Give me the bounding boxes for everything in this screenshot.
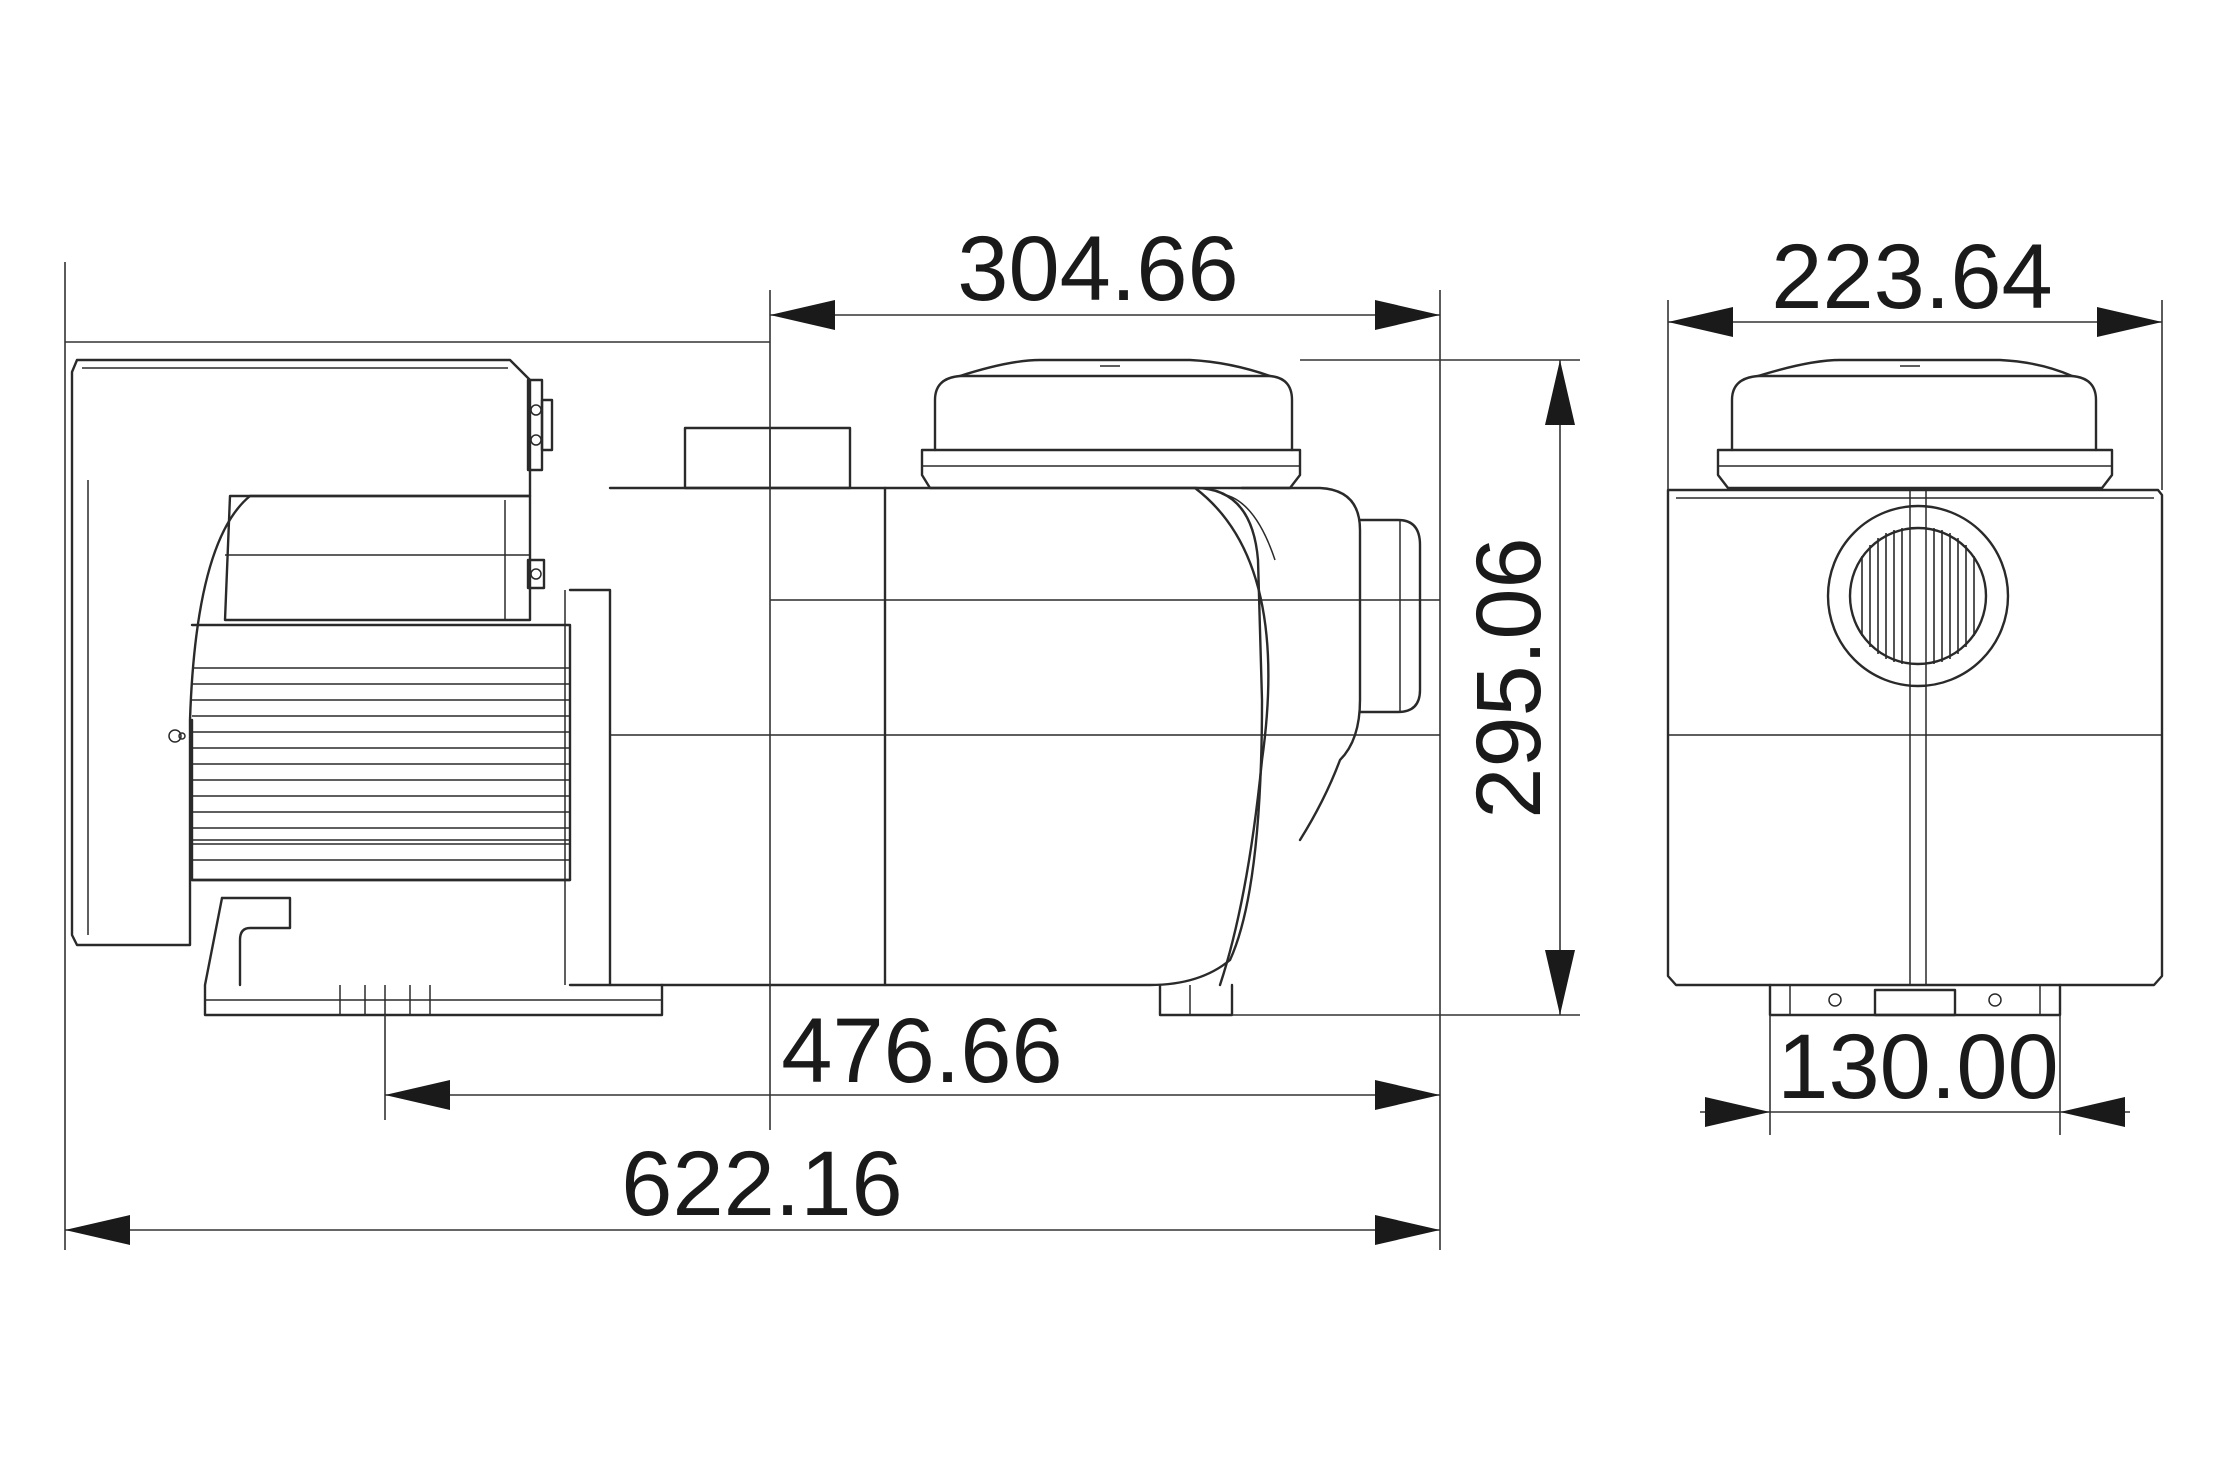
- dimension-foot-width: 130.00: [1700, 1016, 2130, 1127]
- dimension-height-label: 295.06: [1458, 537, 1560, 818]
- feet-side: [1768, 983, 2062, 1017]
- dimension-lines: 304.66 295.06 476.66 622.16: [64, 218, 2163, 1250]
- dimension-side-width-label: 223.64: [1771, 226, 2052, 328]
- dimension-overall-length: 622.16: [65, 1133, 1440, 1245]
- front-view: [70, 358, 1440, 1017]
- centre-lines-front: [610, 599, 1440, 736]
- dimension-base-span-label: 476.66: [781, 1000, 1062, 1102]
- fan-cover: [70, 358, 532, 947]
- motor-foot: [203, 896, 664, 1017]
- dimension-side-width: 223.64: [1668, 226, 2162, 337]
- motor-body: [168, 588, 612, 987]
- junction-box: [223, 378, 554, 622]
- strainer-lid-front: [920, 358, 1302, 490]
- strainer-lid-side: [1716, 358, 2114, 490]
- dimension-top-span-label: 304.66: [957, 218, 1238, 320]
- side-view: [1666, 358, 2164, 1017]
- inlet-port: [1826, 504, 2010, 688]
- dimension-top-span: 304.66: [770, 218, 1440, 330]
- dimension-height: 295.06: [1458, 360, 1575, 1015]
- dimension-base-span: 476.66: [385, 1000, 1440, 1110]
- dimension-foot-width-label: 130.00: [1777, 1016, 2058, 1118]
- dimension-overall-length-label: 622.16: [621, 1133, 902, 1235]
- pump-housing: [608, 426, 1422, 1017]
